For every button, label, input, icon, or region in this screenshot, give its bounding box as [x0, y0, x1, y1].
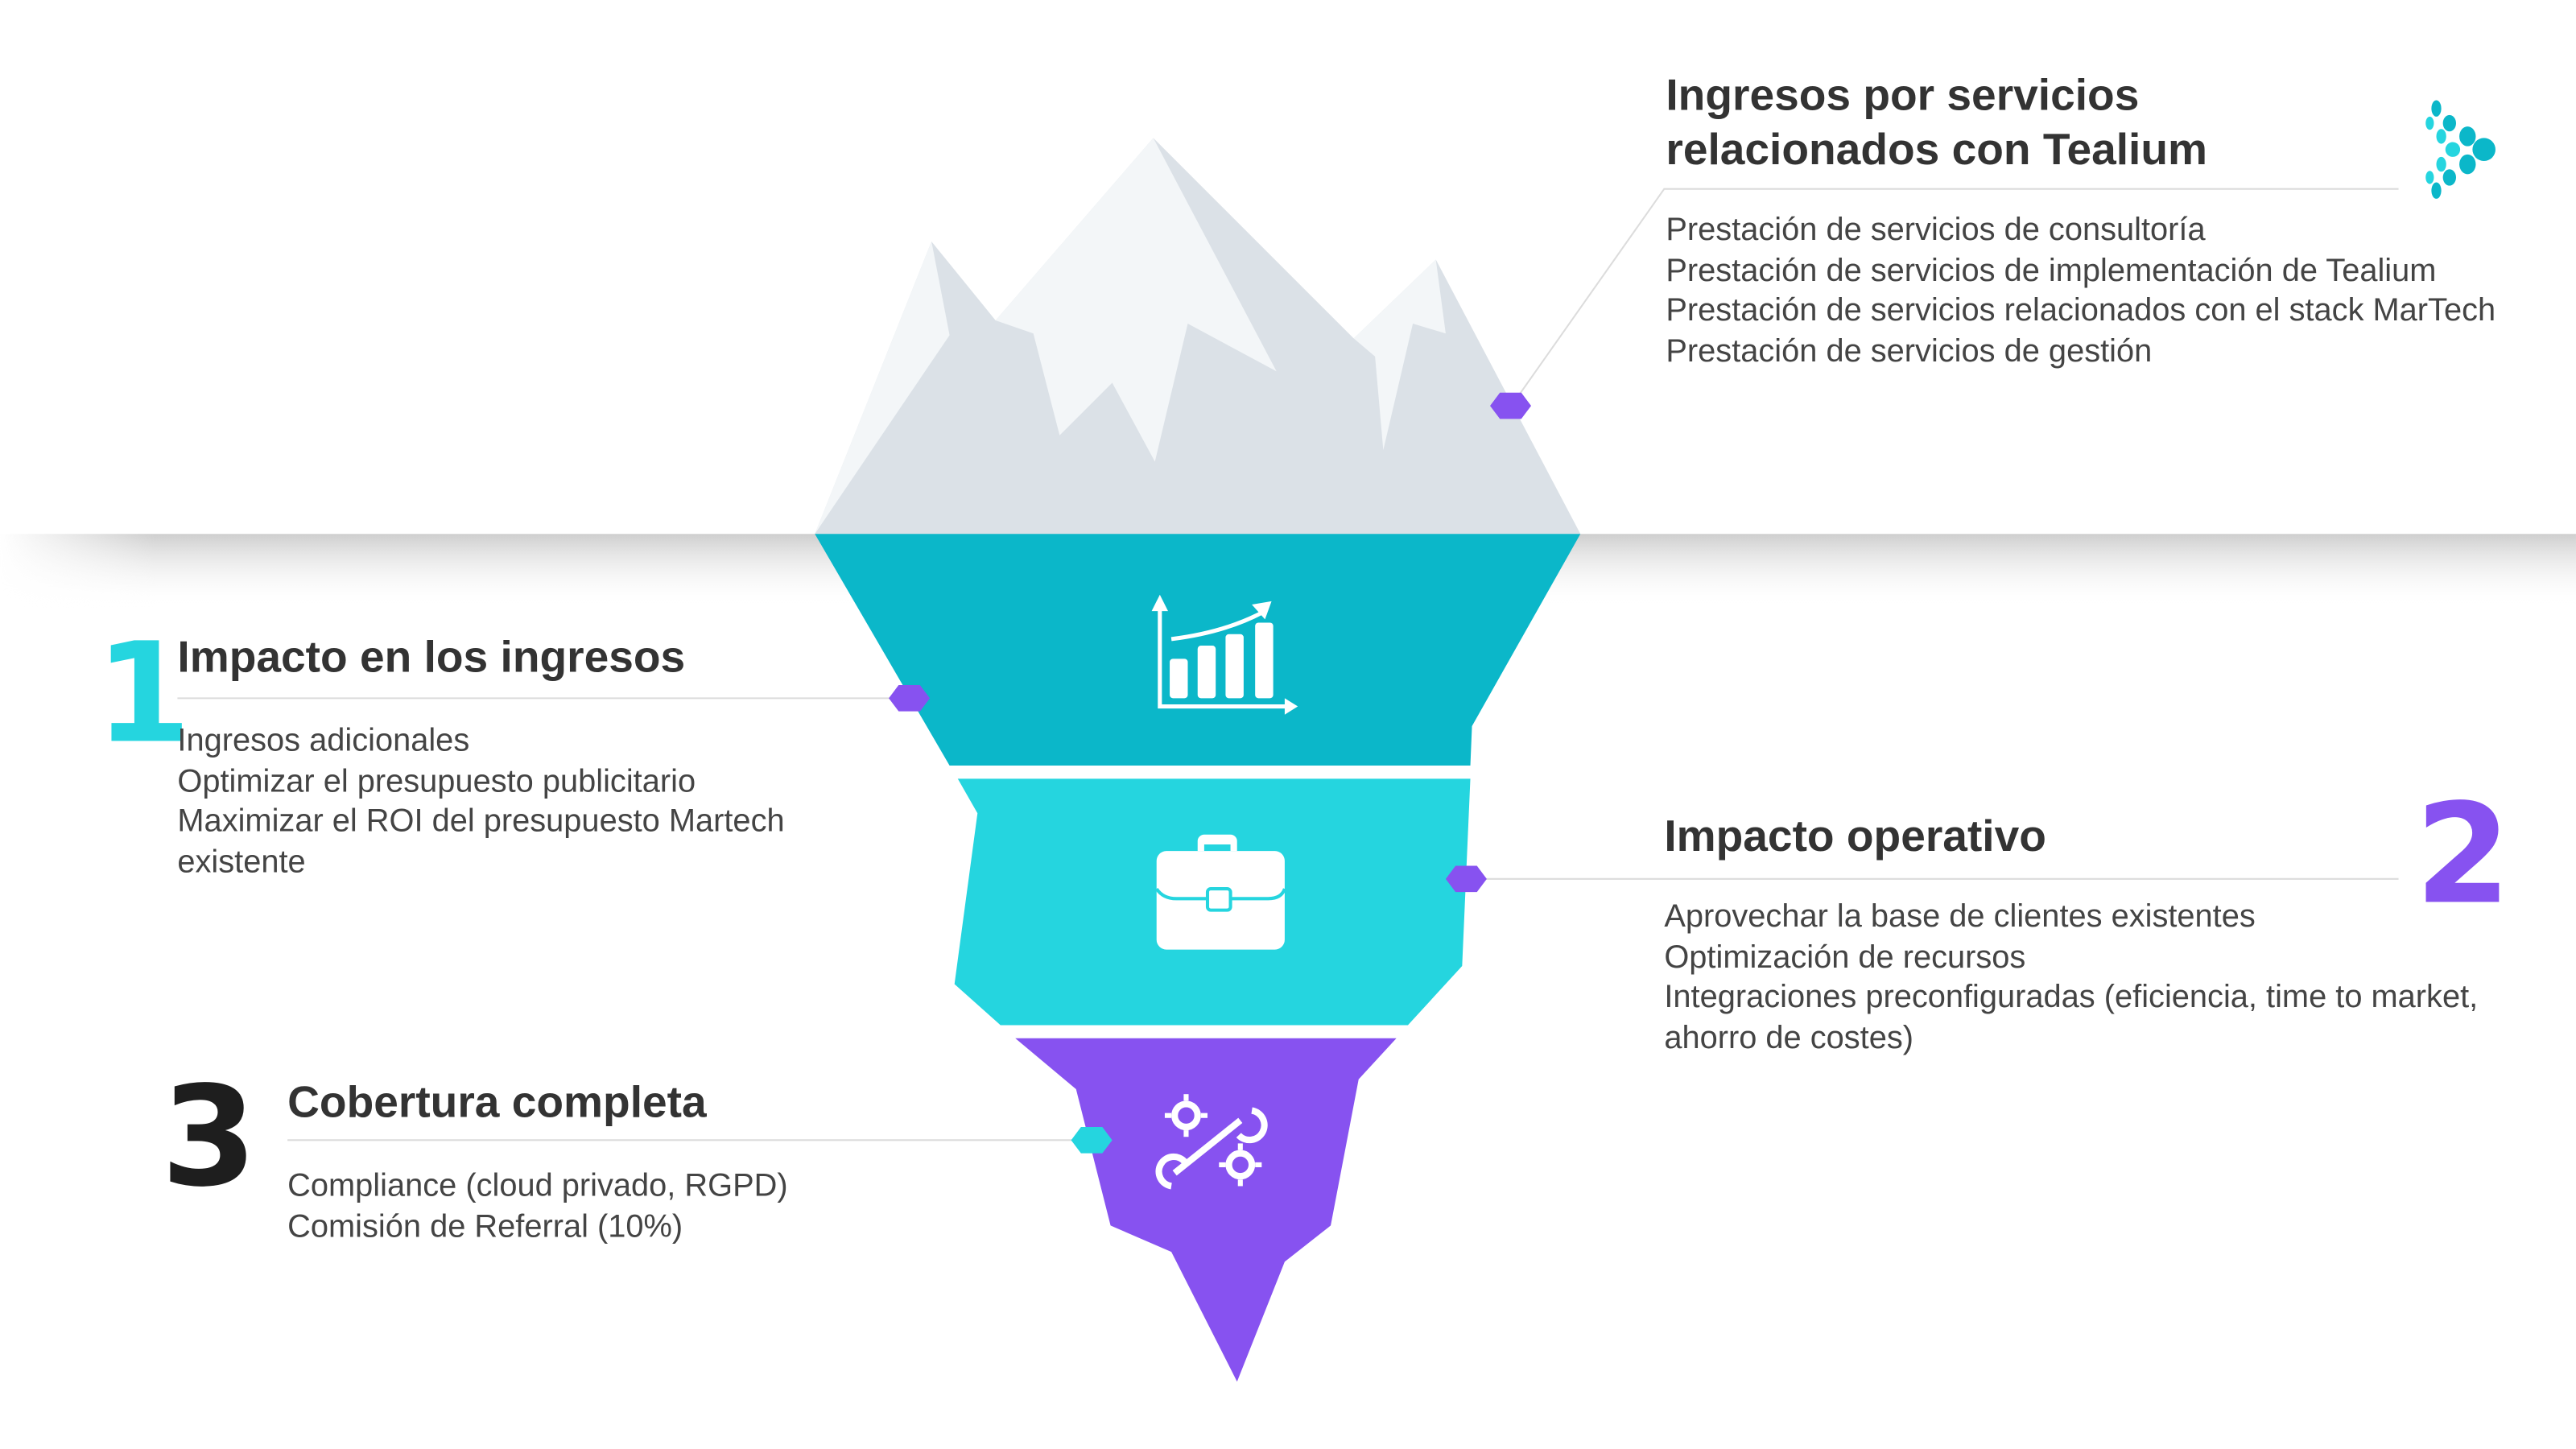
- list-item: Prestación de servicios de consultoría: [1666, 212, 2206, 249]
- connector-lines: [177, 188, 2399, 1141]
- list-item: Optimizar el presupuesto publicitario: [177, 763, 696, 800]
- section-1-title: Impacto en los ingresos: [177, 632, 686, 682]
- list-item: Prestación de servicios relacionados con…: [1666, 293, 2496, 329]
- section-3-title: Cobertura completa: [287, 1077, 707, 1127]
- list-item: Ingresos adicionales: [177, 722, 470, 759]
- list-item: Aprovechar la base de clientes existente…: [1664, 898, 2256, 935]
- section-1-list: Ingresos adicionales Optimizar el presup…: [177, 721, 784, 884]
- section-number-3: 3: [160, 1056, 258, 1218]
- section-2-list: Aprovechar la base de clientes existente…: [1664, 897, 2478, 1059]
- list-item: ahorro de costes): [1664, 1020, 1914, 1057]
- list-item: existente: [177, 844, 306, 881]
- section-3-list: Compliance (cloud privado, RGPD) Comisió…: [287, 1166, 788, 1248]
- tealium-logo: [2425, 100, 2496, 199]
- section-number-2: 2: [2414, 774, 2512, 935]
- growth-chart-icon: [1151, 594, 1298, 715]
- list-item: Prestación de servicios de gestión: [1666, 333, 2153, 370]
- list-item: Comisión de Referral (10%): [287, 1208, 683, 1245]
- list-item: Optimización de recursos: [1664, 939, 2026, 976]
- wrench-gear-icon: [1155, 1094, 1268, 1190]
- hexagon-markers: [889, 392, 1532, 1154]
- mountain-tip: [815, 138, 1581, 535]
- top-title: Ingresos por servicios relacionados con …: [1666, 69, 2207, 178]
- list-item: Prestación de servicios de implementació…: [1666, 252, 2437, 289]
- section-2-title: Impacto operativo: [1664, 811, 2046, 861]
- list-item: Integraciones preconfiguradas (eficienci…: [1664, 980, 2479, 1017]
- top-title-line-1: Ingresos por servicios: [1666, 70, 2140, 120]
- section-number-1: 1: [95, 613, 192, 774]
- top-list: Prestación de servicios de consultoría P…: [1666, 210, 2496, 373]
- top-title-line-2: relacionados con Tealium: [1666, 125, 2208, 175]
- layer-1-revenue: [815, 534, 1581, 766]
- briefcase-icon: [1155, 834, 1286, 950]
- list-item: Compliance (cloud privado, RGPD): [287, 1168, 788, 1204]
- layer-3-coverage: [1015, 1038, 1397, 1382]
- list-item: Maximizar el ROI del presupuesto Martech: [177, 803, 785, 840]
